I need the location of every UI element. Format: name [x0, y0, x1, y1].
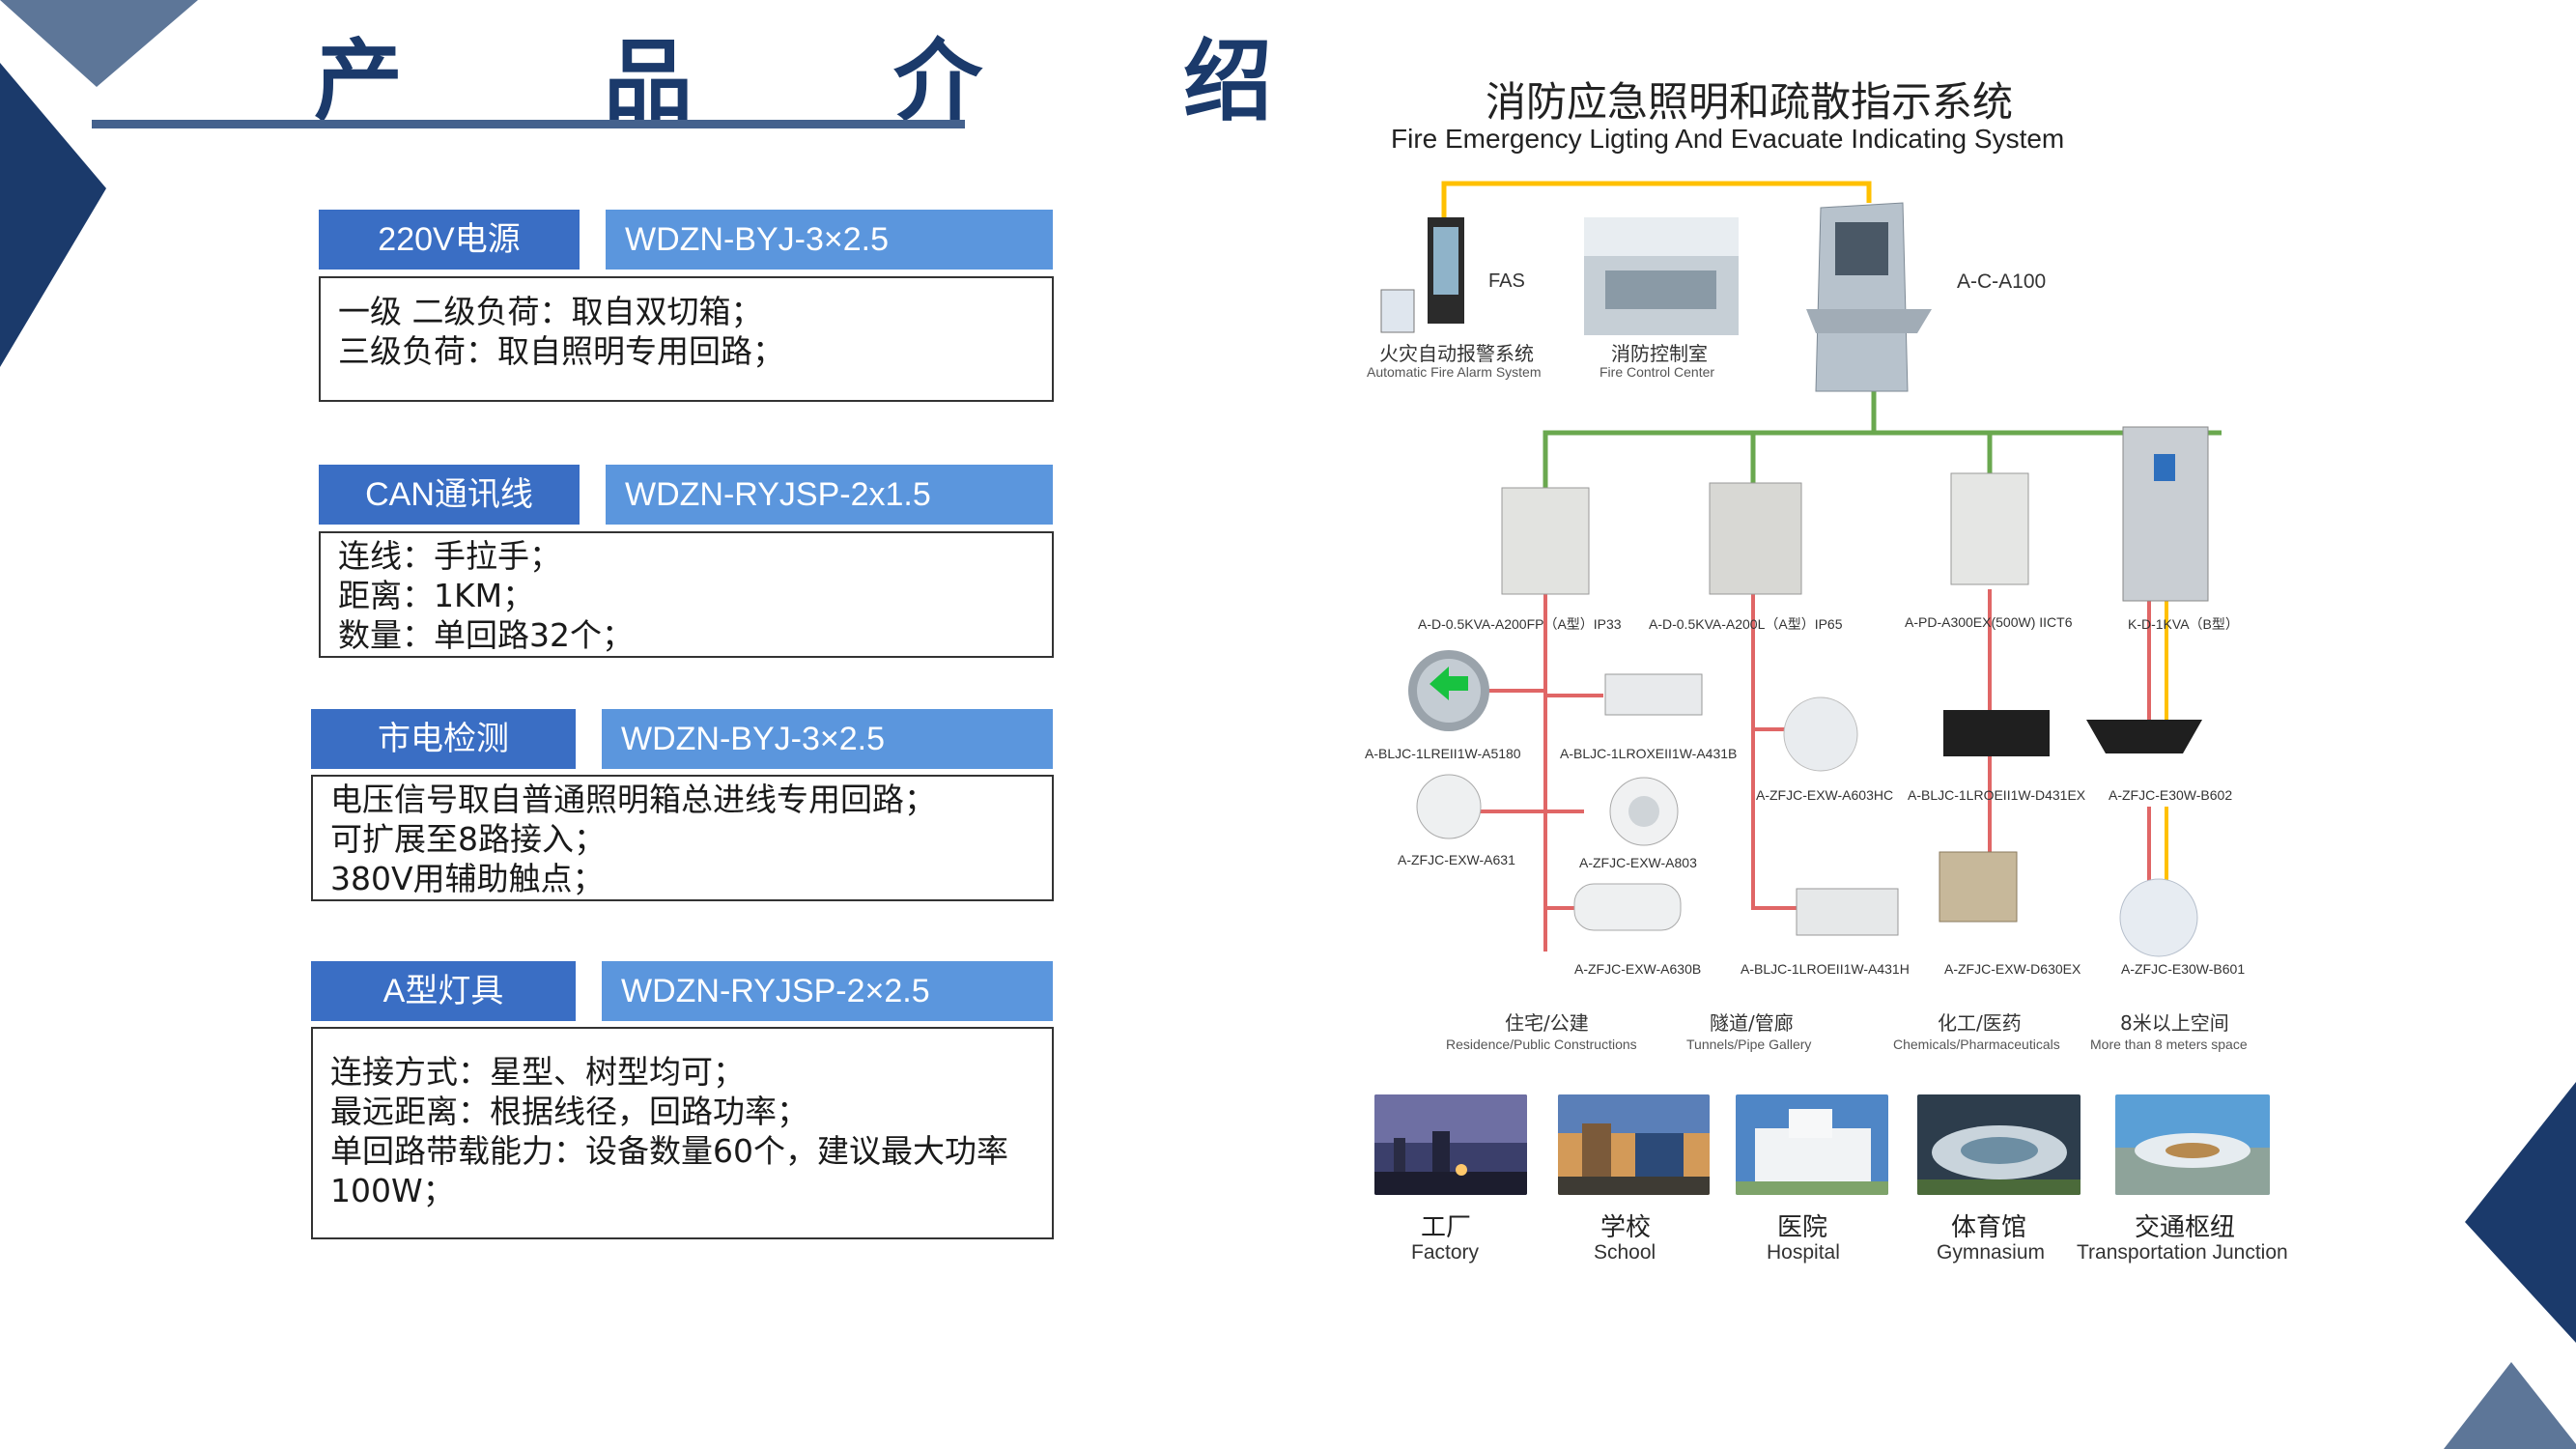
zone-label-en: Chemicals/Pharmaceuticals: [1893, 1037, 2060, 1052]
page-title: 产 品 介 绍: [314, 30, 1358, 133]
spec-line: 电压信号取自普通照明箱总进线专用回路；: [330, 781, 936, 818]
device-label: A-ZFJC-E30W-B601: [2121, 961, 2246, 977]
device-label: A-ZFJC-EXW-D630EX: [1944, 961, 2081, 977]
spec-tag: 市电检测: [311, 709, 576, 769]
cabinet-label: A-D-0.5KVA-A200FP（A型）IP33: [1418, 616, 1622, 632]
decor-bottom-right: [2444, 1082, 2576, 1449]
application-label-en: Hospital: [1767, 1241, 1840, 1264]
spec-line: 数量：单回路32个；: [338, 616, 634, 654]
zone-label-en: More than 8 meters space: [2090, 1037, 2248, 1052]
application-label-cn: 工厂: [1421, 1213, 1472, 1242]
spec-cable: WDZN-RYJSP-2×2.5: [602, 961, 1053, 1021]
spec-line: 三级负荷：取自照明专用回路；: [338, 332, 784, 370]
device-label: A-BLJC-1LREII1W-A5180: [1365, 746, 1521, 761]
spec-line: 一级 二级负荷：取自双切箱；: [338, 293, 763, 330]
device-label: A-ZFJC-EXW-A630B: [1574, 961, 1702, 977]
spec-description: 连接方式：星型、树型均可； 最远距离：根据线径，回路功率； 单回路带载能力：设备…: [311, 1027, 1054, 1239]
zone-label-cn: 住宅/公建: [1505, 1011, 1589, 1035]
spec-line: 单回路带载能力：设备数量60个，建议最大功率: [330, 1132, 1008, 1170]
spec-description: 一级 二级负荷：取自双切箱； 三级负荷：取自照明专用回路；: [319, 276, 1054, 402]
application-label-cn: 医院: [1777, 1213, 1828, 1242]
application-label-en: Factory: [1411, 1241, 1480, 1264]
application-label-en: Transportation Junction: [2077, 1241, 2288, 1264]
application-label-cn: 体育馆: [1951, 1213, 2027, 1242]
spec-line: 距离：1KM；: [338, 577, 535, 614]
fas-label-cn: 火灾自动报警系统: [1379, 342, 1534, 365]
fas-label-en: Automatic Fire Alarm System: [1367, 364, 1542, 380]
title-underline: [92, 120, 965, 128]
host-label: A-C-A100: [1957, 270, 2047, 293]
zone-label-cn: 化工/医药: [1938, 1011, 2022, 1035]
zone-label-en: Tunnels/Pipe Gallery: [1686, 1037, 1812, 1052]
device-label: A-ZFJC-EXW-A803: [1579, 855, 1697, 870]
spec-line: 可扩展至8路接入；: [330, 820, 606, 858]
fas-label: FAS: [1488, 270, 1525, 292]
transportation-junction-image: [2115, 1094, 2270, 1195]
wiring-diagram: [1380, 181, 2222, 957]
device-label: A-BLJC-1LROEII1W-D431EX: [1908, 787, 2086, 803]
application-label-cn: 学校: [1600, 1213, 1652, 1242]
application-label-cn: 交通枢纽: [2135, 1213, 2236, 1242]
application-label-en: Gymnasium: [1937, 1241, 2046, 1264]
cabinet-label: K-D-1KVA（B型）: [2128, 616, 2239, 632]
zone-label-en: Residence/Public Constructions: [1446, 1037, 1637, 1052]
hospital-image: [1736, 1094, 1888, 1195]
spec-tag: CAN通讯线: [319, 465, 580, 525]
decor-top-left: [0, 0, 198, 367]
spec-line: 最远距离：根据线径，回路功率；: [330, 1093, 808, 1130]
spec-cable: WDZN-BYJ-3×2.5: [602, 709, 1053, 769]
device-label: A-BLJC-1LROEII1W-A431H: [1741, 961, 1910, 977]
cabinet-label: A-PD-A300EX(500W) IICT6: [1905, 614, 2073, 630]
spec-line: 380V用辅助触点；: [330, 860, 605, 897]
zone-label-cn: 隧道/管廊: [1710, 1011, 1794, 1035]
spec-tag: 220V电源: [319, 210, 580, 270]
device-label: A-ZFJC-EXW-A603HC: [1756, 787, 1894, 803]
factory-image: [1374, 1094, 1527, 1195]
control-center-label-cn: 消防控制室: [1611, 342, 1708, 365]
device-label: A-ZFJC-EXW-A631: [1398, 852, 1515, 867]
school-image: [1558, 1094, 1710, 1195]
spec-line: 连线：手拉手；: [338, 537, 561, 575]
spec-tag: A型灯具: [311, 961, 576, 1021]
spec-line: 100W；: [330, 1172, 455, 1209]
spec-description: 电压信号取自普通照明箱总进线专用回路； 可扩展至8路接入； 380V用辅助触点；: [311, 775, 1054, 901]
control-center-label-en: Fire Control Center: [1599, 364, 1715, 380]
gymnasium-image: [1917, 1094, 2081, 1195]
spec-cable: WDZN-RYJSP-2x1.5: [606, 465, 1053, 525]
device-label: A-BLJC-1LROXEII1W-A431B: [1560, 746, 1738, 761]
application-label-en: School: [1594, 1241, 1656, 1264]
cabinet-label: A-D-0.5KVA-A200L（A型）IP65: [1649, 616, 1843, 632]
diagram-title: 消防应急照明和疏散指示系统: [1486, 78, 2014, 126]
diagram-subtitle: Fire Emergency Ligting And Evacuate Indi…: [1391, 124, 2065, 154]
zone-label-cn: 8米以上空间: [2120, 1011, 2229, 1035]
spec-description: 连线：手拉手； 距离：1KM； 数量：单回路32个；: [319, 531, 1054, 658]
spec-line: 连接方式：星型、树型均可；: [330, 1053, 745, 1091]
spec-cable: WDZN-BYJ-3×2.5: [606, 210, 1053, 270]
device-label: A-ZFJC-E30W-B602: [2109, 787, 2233, 803]
